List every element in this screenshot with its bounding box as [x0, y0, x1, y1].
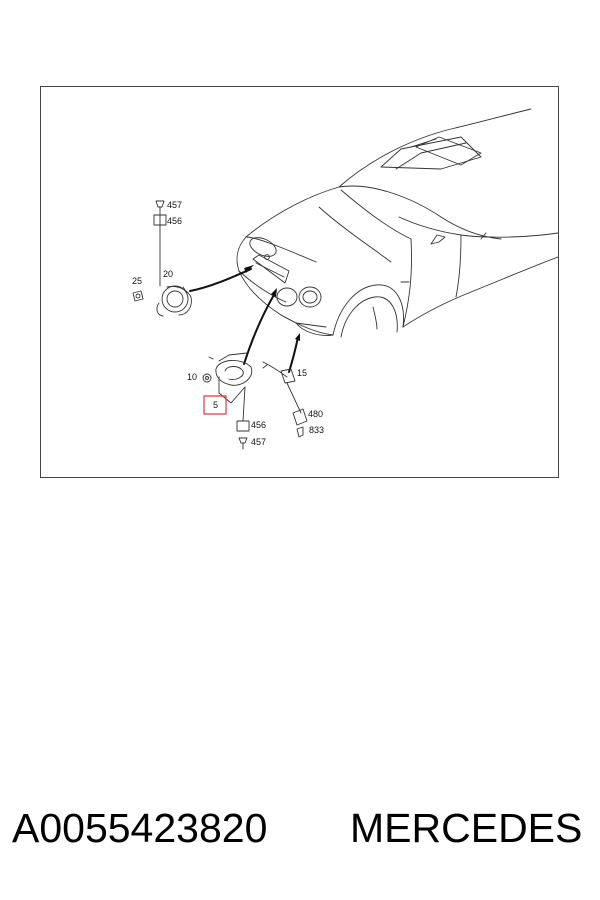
bolt-457-lower [238, 437, 248, 450]
callout-480[interactable]: 480 [308, 409, 324, 419]
callout-456-lower[interactable]: 456 [251, 420, 267, 430]
highlight-box [203, 395, 227, 415]
bracket-456-lower [236, 420, 250, 432]
callout-456-upper[interactable]: 456 [167, 216, 183, 226]
callout-833[interactable]: 833 [309, 425, 325, 435]
callout-15[interactable]: 15 [297, 368, 308, 378]
callout-10[interactable]: 10 [187, 372, 198, 382]
exploded-view-drawing [132, 108, 558, 450]
parts-diagram: 457 456 25 20 10 5 15 456 457 480 833 [40, 86, 559, 478]
footer: A0055423820 MERCEDES [0, 805, 600, 855]
arrow-heads [244, 265, 300, 341]
callout-457-lower[interactable]: 457 [251, 437, 267, 447]
callout-457-upper[interactable]: 457 [167, 200, 183, 210]
sensor-15 [262, 361, 302, 414]
callout-5[interactable]: 5 [213, 400, 219, 410]
callout-25[interactable]: 25 [132, 276, 143, 286]
connector-480 [292, 408, 308, 426]
clip-833 [296, 426, 304, 438]
nut-25 [132, 290, 144, 302]
bracket-456-upper [153, 214, 167, 226]
bolt-457-upper [155, 200, 165, 215]
callout-20[interactable]: 20 [163, 269, 174, 279]
brand-name: MERCEDES [350, 805, 583, 851]
horn-lower [202, 352, 253, 422]
part-number: A0055423820 [12, 805, 268, 851]
